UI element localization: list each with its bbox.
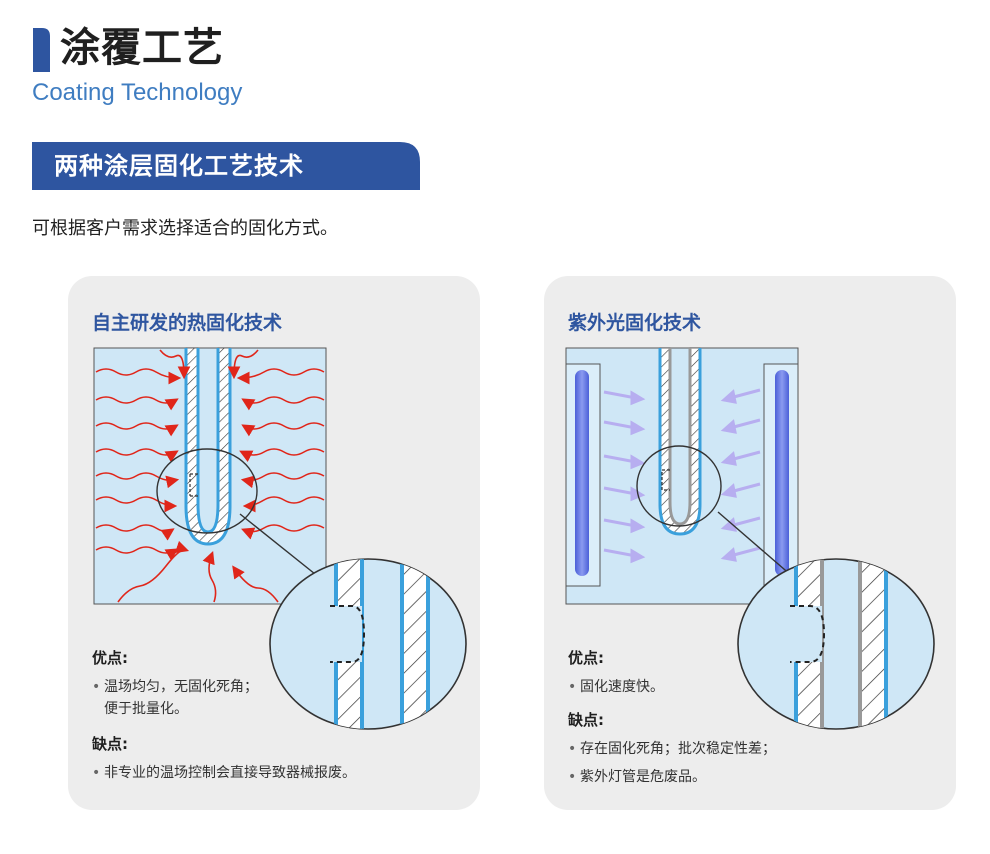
thermal-curing-card: 自主研发的热固化技术 (68, 276, 480, 810)
thermal-cons-label: 缺点: (92, 735, 128, 753)
page-title: 涂覆工艺 (60, 25, 224, 71)
uv-cons-label: 缺点: (568, 711, 604, 729)
uv-cons-item-1: •存在固化死角；批次稳定性差； (568, 741, 776, 757)
section-banner: 两种涂层固化工艺技术 (32, 142, 420, 190)
page-subtitle: Coating Technology (32, 79, 243, 106)
thermal-pros-label: 优点: (92, 649, 128, 667)
thermal-cons-item: •非专业的温场控制会直接导致器械报废。 (92, 765, 356, 781)
thermal-pros-item: •温场均匀，无固化死角；便于批量化。 (92, 679, 258, 717)
thermal-zoom-circle (269, 558, 467, 730)
thermal-curing-diagram (93, 347, 467, 730)
uv-focus-ellipse (636, 445, 722, 527)
uv-chamber (565, 347, 799, 605)
uv-lamp-right (775, 370, 789, 576)
thermal-chamber (93, 347, 327, 605)
uv-curing-card: 紫外光固化技术 (544, 276, 956, 810)
uv-tube (658, 347, 702, 536)
uv-card-title: 紫外光固化技术 (568, 312, 702, 334)
section-banner-text: 两种涂层固化工艺技术 (54, 152, 304, 180)
heat-arrows (95, 349, 325, 603)
thermal-focus-ellipse (156, 448, 258, 534)
thermal-card-title: 自主研发的热固化技术 (92, 312, 283, 334)
uv-curing-diagram (565, 347, 935, 730)
uv-cons-item-2: •紫外灯管是危废品。 (568, 769, 706, 785)
uv-pros-label: 优点: (568, 649, 604, 667)
intro-text: 可根据客户需求选择适合的固化方式。 (32, 218, 338, 239)
title-accent-bar (33, 28, 50, 72)
thermal-tube (184, 347, 232, 546)
uv-pros-item: •固化速度快。 (568, 679, 664, 695)
uv-zoom-circle (737, 558, 935, 730)
uv-lamp-left (575, 370, 589, 576)
